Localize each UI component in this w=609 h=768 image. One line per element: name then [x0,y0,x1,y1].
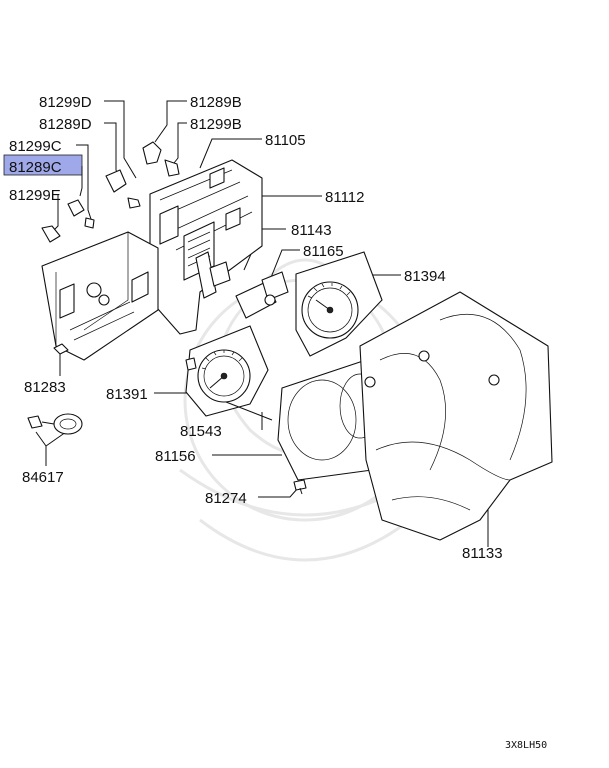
label-81133[interactable]: 81133 [462,545,503,562]
label-81143[interactable]: 81143 [291,222,332,239]
label-81299C[interactable]: 81299C [9,138,62,155]
label-81289C[interactable]: 81289C [9,159,62,176]
rear-housing [41,231,159,361]
cable-shaft-81543 [225,401,273,421]
label-81394[interactable]: 81394 [404,268,446,285]
label-81274[interactable]: 81274 [205,490,247,507]
label-81105[interactable]: 81105 [265,132,306,149]
label-81543[interactable]: 81543 [180,423,222,440]
meter-hood-81133 [359,291,553,541]
label-81391[interactable]: 81391 [106,386,148,403]
gauge-plate-81394 [295,251,383,357]
label-81299B[interactable]: 81299B [190,116,242,133]
label-81289B[interactable]: 81289B [190,94,242,111]
label-81283[interactable]: 81283 [24,379,66,396]
highlight-box [3,154,83,176]
label-81289D[interactable]: 81289D [39,116,92,133]
part-labels: 81299D 81289B 81289D 81299B 81299C 81105… [9,94,503,562]
gauge-81391 [185,325,269,417]
diagram-code: 3X8LH50 [505,740,547,751]
screw-81274 [293,479,307,495]
label-81299D[interactable]: 81299D [39,94,92,111]
resistor-bracket [195,251,289,319]
clip-84617 [27,413,83,435]
label-81299E[interactable]: 81299E [9,187,61,204]
label-84617[interactable]: 84617 [22,469,64,486]
socket-bulbs-top [41,141,180,243]
label-81165[interactable]: 81165 [303,243,344,260]
label-81112[interactable]: 81112 [325,189,365,206]
label-81156[interactable]: 81156 [155,448,196,465]
